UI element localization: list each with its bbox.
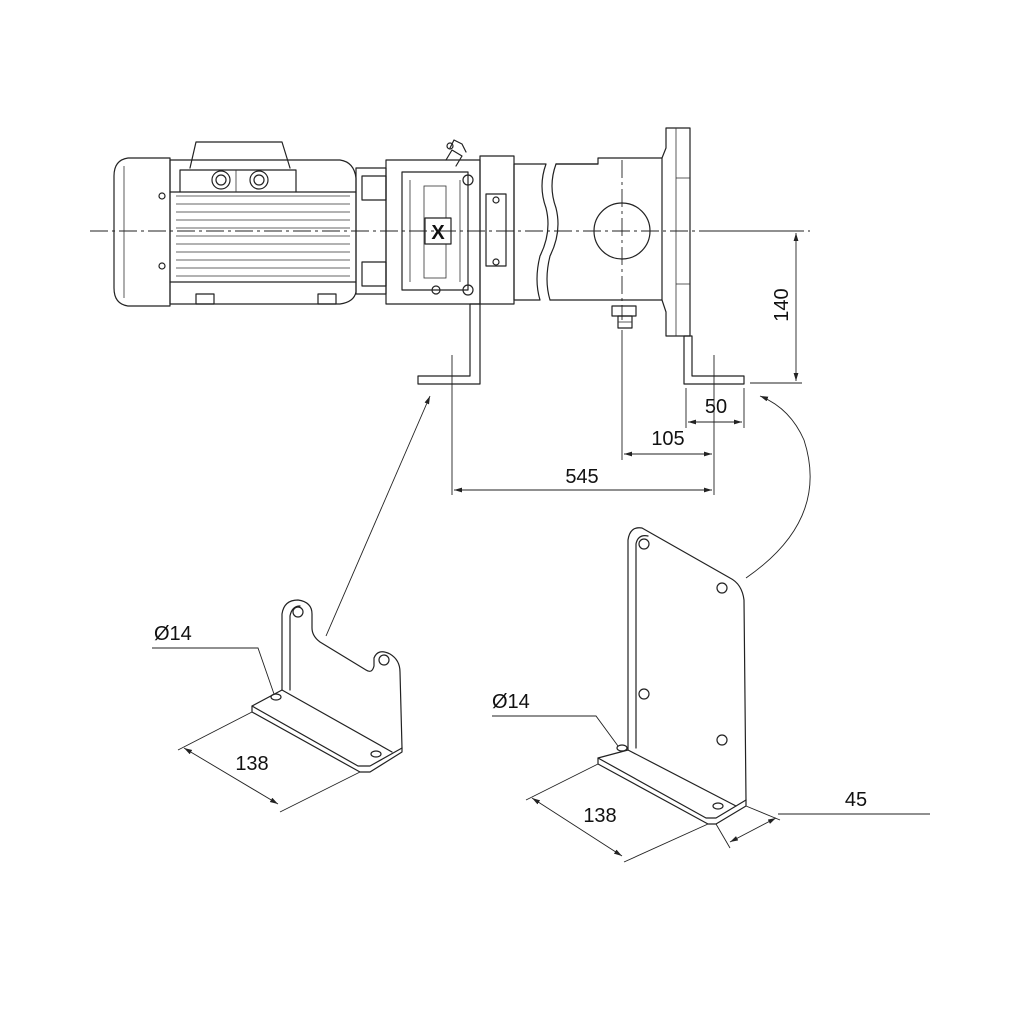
large-bracket-hole-label: Ø14 (492, 691, 530, 713)
large-bracket-depth-label: 45 (845, 789, 867, 811)
rear-bracket-side (683, 335, 745, 385)
dim-105-label: 105 (651, 428, 684, 450)
large-bracket-detail: Ø14 138 45 (492, 395, 930, 863)
pump-assembly: X (90, 127, 810, 385)
large-bracket-width-label: 138 (583, 805, 616, 827)
dimension-50: 50 (685, 388, 745, 428)
pump-flange (661, 127, 691, 337)
small-bracket-width-label: 138 (235, 753, 268, 775)
dim-140-label: 140 (771, 288, 793, 321)
terminal-box (179, 141, 297, 193)
front-bracket-side (417, 303, 481, 385)
brand-logo-mark: X (431, 222, 445, 244)
dimension-545: 545 (451, 355, 712, 495)
dim-50-label: 50 (705, 396, 727, 418)
motor-body (169, 159, 357, 305)
motor-fan-cover (113, 157, 171, 307)
pump-head (479, 155, 515, 305)
small-bracket-hole-label: Ø14 (154, 623, 192, 645)
motor-flange (355, 159, 481, 305)
small-bracket-detail: Ø14 138 (152, 395, 431, 813)
pump-body (513, 157, 663, 320)
dimension-105: 105 (621, 330, 715, 495)
vent-plug (445, 139, 467, 167)
drain-plug (611, 305, 637, 329)
dim-545-label: 545 (565, 466, 598, 488)
dimension-height: 140 (712, 230, 802, 384)
